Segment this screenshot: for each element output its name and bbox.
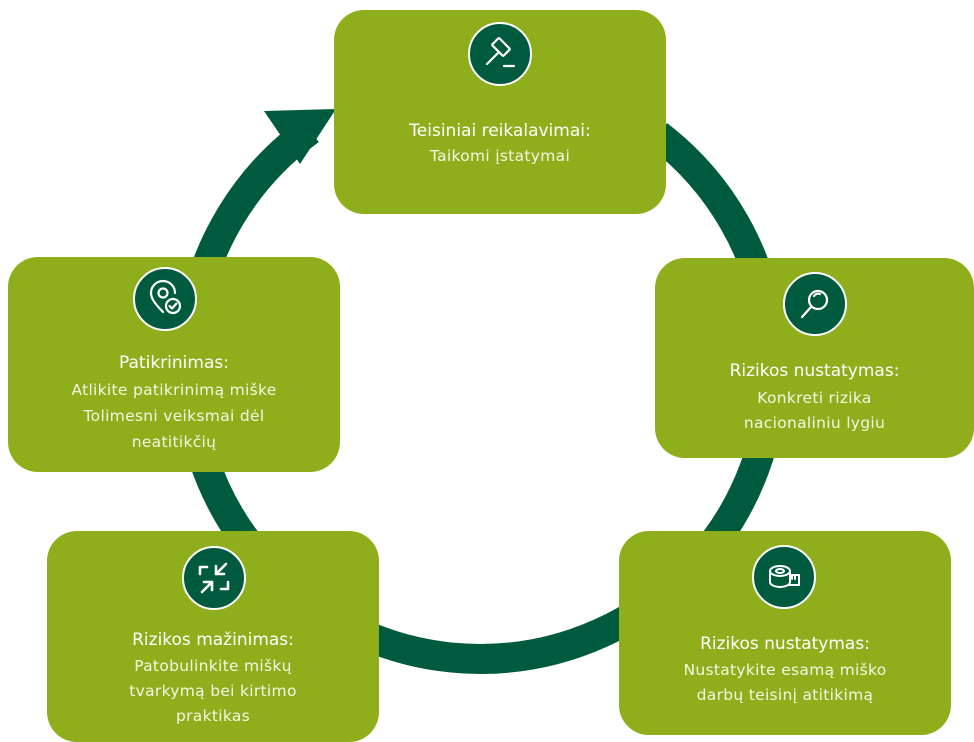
cycle-arrowhead: [264, 109, 336, 164]
location-check-icon: [133, 267, 197, 331]
step-title: Rizikos mažinimas:: [132, 630, 294, 650]
step-title: Teisiniai reikalavimai:: [409, 121, 591, 141]
step-verification: Patikrinimas: Atlikite patikrinimą miške…: [8, 257, 340, 472]
step-risk-mitigation: Rizikos mažinimas: Patobulinkite miškų t…: [47, 531, 379, 742]
step-description: Tolimesni veiksmai dėl: [83, 407, 265, 425]
step-description: Patobulinkite miškų: [134, 657, 292, 675]
step-description: nacionaliniu lygiu: [743, 414, 886, 432]
step-legal-requirements: Teisiniai reikalavimai: Taikomi įstatyma…: [334, 10, 666, 214]
step-risk-identification-national: Rizikos nustatymas: Konkreti rizika naci…: [655, 258, 974, 458]
collapse-arrows-icon: [182, 546, 246, 610]
gavel-icon: [468, 22, 532, 86]
magnifier-icon: [783, 272, 847, 336]
step-description: Konkreti rizika: [757, 389, 872, 407]
step-title: Rizikos nustatymas:: [729, 361, 900, 381]
step-description: Nustatykite esamą miško: [683, 661, 887, 679]
step-description: tvarkymą bei kirtimo: [129, 682, 297, 700]
step-description: Taikomi įstatymai: [429, 147, 571, 165]
measuring-tape-icon: [752, 545, 816, 609]
step-title: Rizikos nustatymas:: [700, 634, 870, 654]
step-description: praktikas: [175, 707, 251, 725]
step-title: Patikrinimas:: [119, 353, 229, 373]
step-description: Atlikite patikrinimą miške: [71, 381, 277, 399]
step-description: darbų teisinį atitikimą: [696, 686, 874, 704]
step-risk-identification-compliance: Rizikos nustatymas: Nustatykite esamą mi…: [619, 531, 951, 735]
step-description: neatitikčių: [131, 433, 217, 451]
